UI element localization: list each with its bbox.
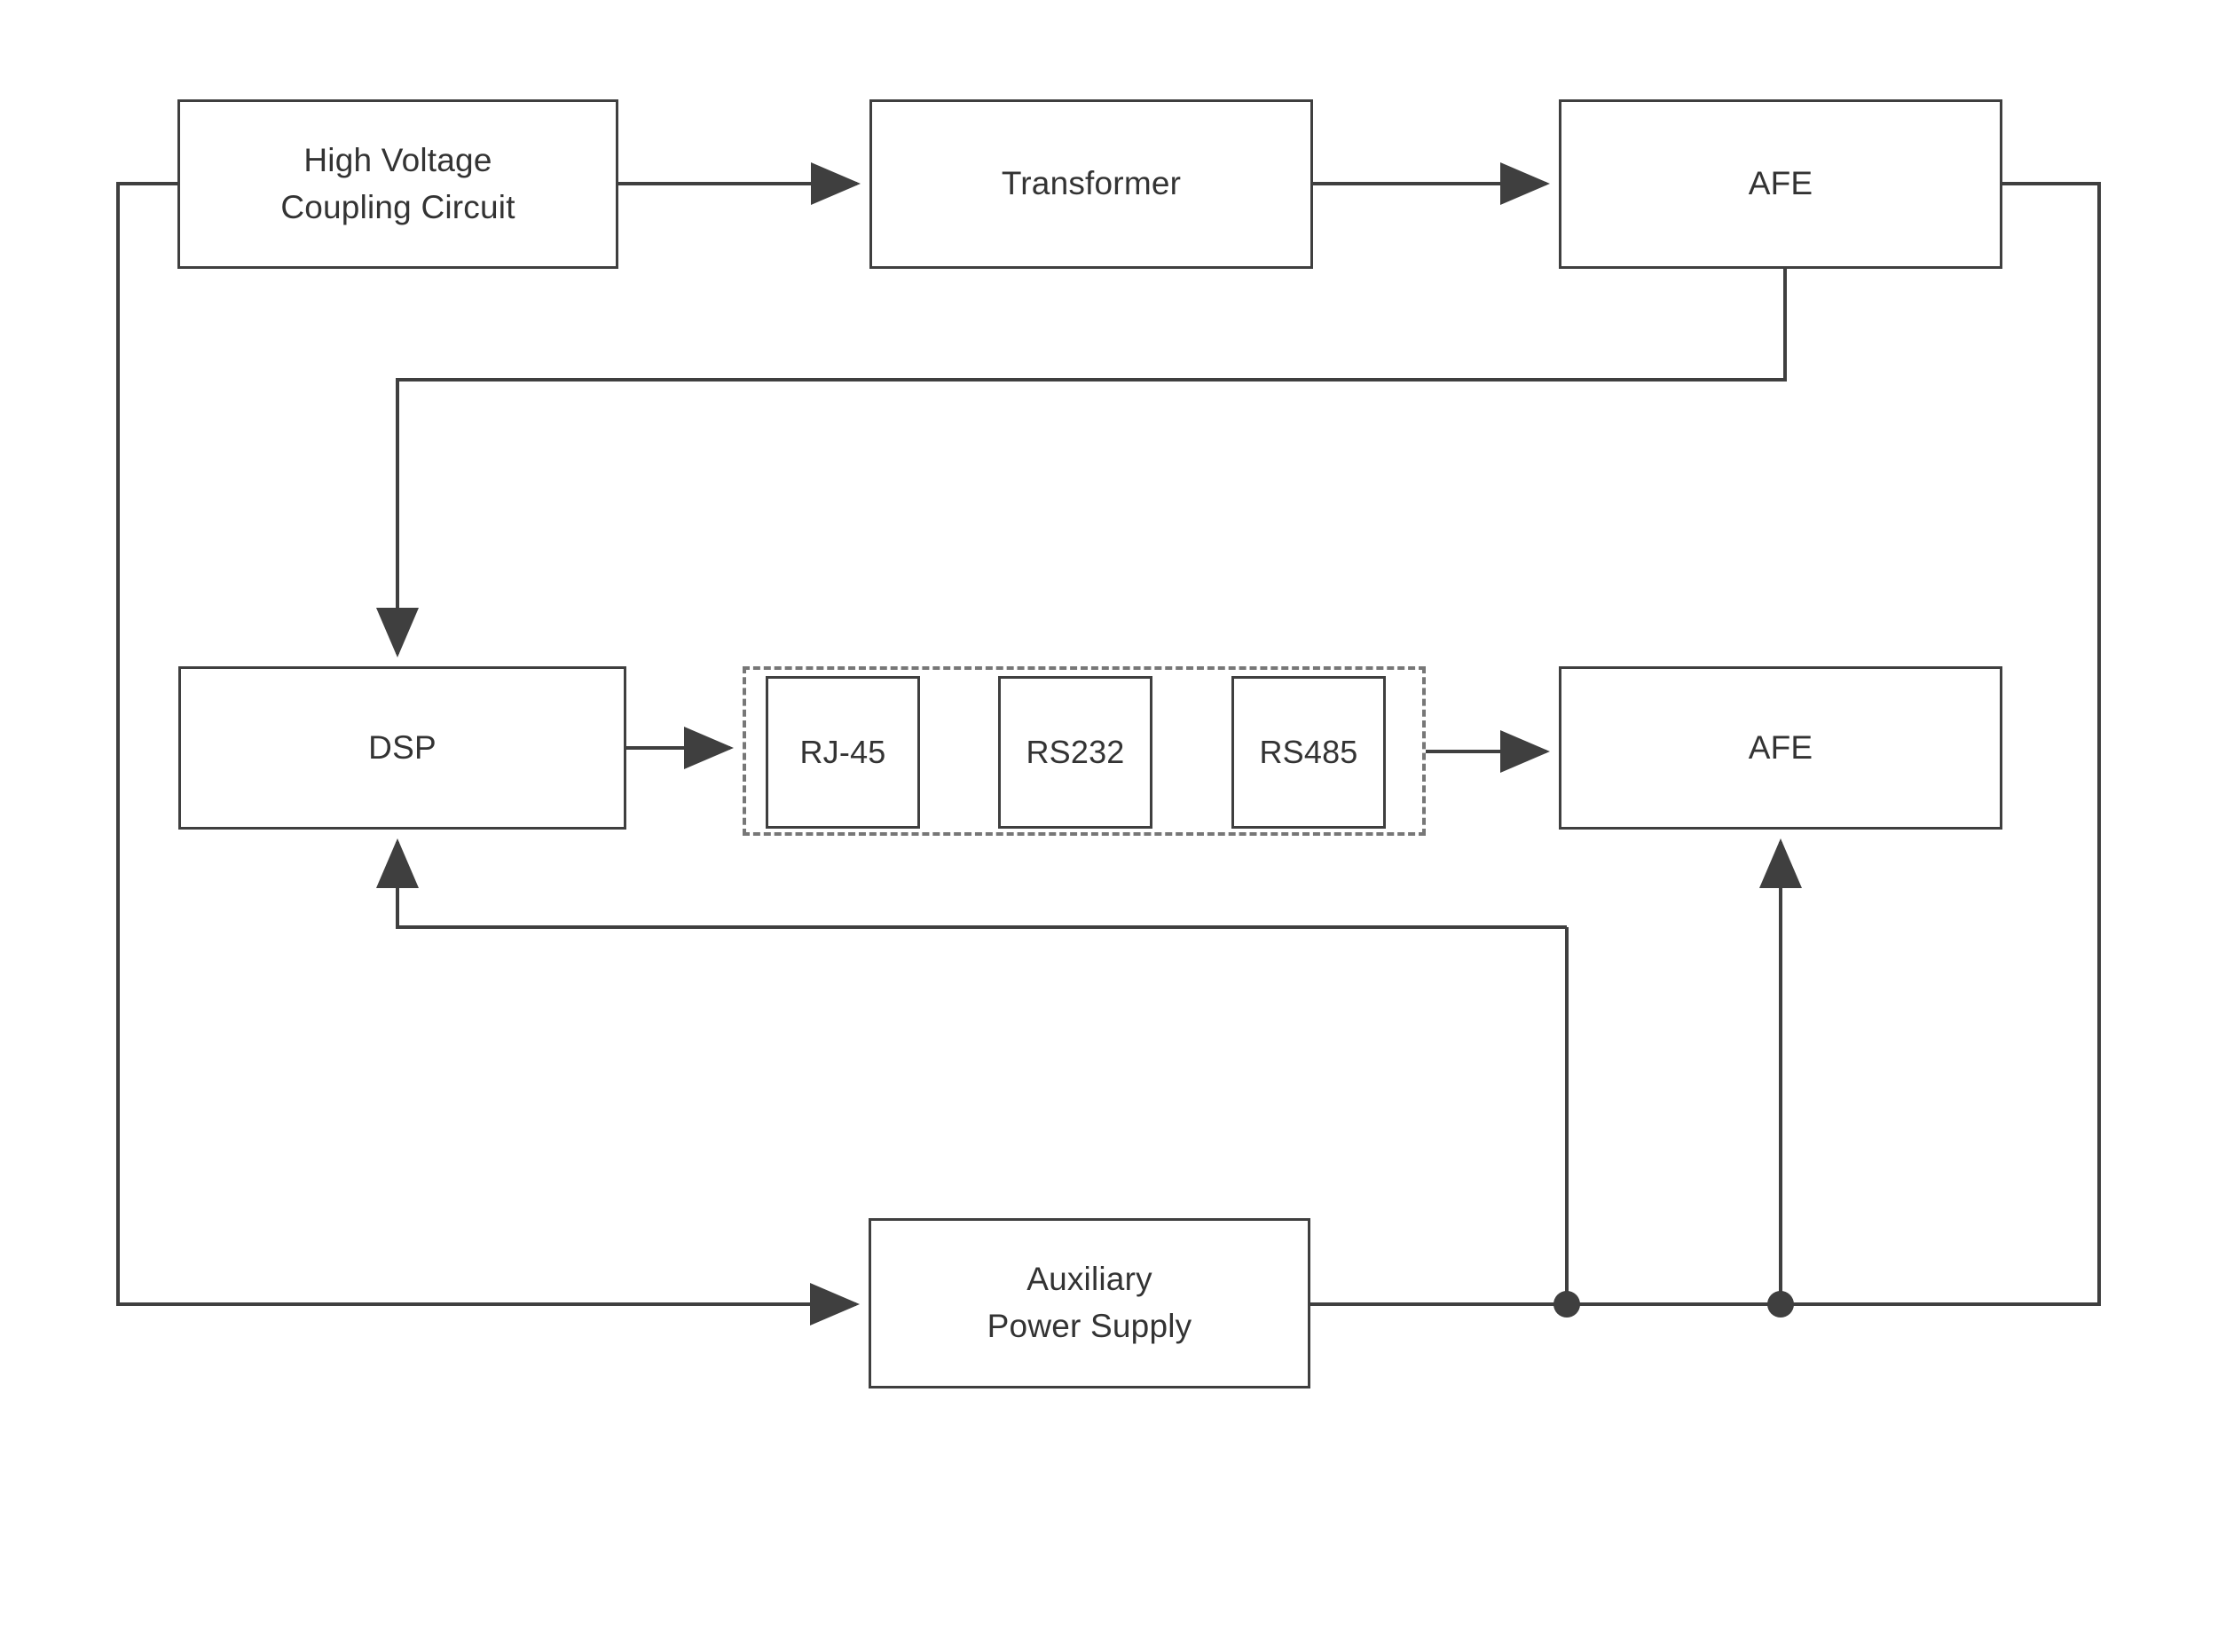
node-label-afe-mid: AFE [1748, 728, 1813, 766]
node-label-high-voltage-coupling-circuit: High Voltage Coupling Circuit [280, 141, 515, 225]
node-dsp[interactable]: DSP [178, 666, 626, 830]
node-afe-mid[interactable]: AFE [1559, 666, 2002, 830]
node-label-dsp: DSP [368, 728, 437, 766]
node-rs485[interactable]: RS485 [1231, 676, 1386, 829]
node-transformer[interactable]: Transformer [869, 99, 1313, 269]
node-high-voltage-coupling-circuit[interactable]: High Voltage Coupling Circuit [177, 99, 618, 269]
wire-afe-mid-to-dsp [376, 838, 1567, 929]
node-label-rj-45: RJ-45 [799, 734, 886, 771]
junction-dot-right [1767, 1291, 1794, 1318]
node-label-afe-top: AFE [1748, 165, 1813, 202]
node-label-rs232: RS232 [1026, 734, 1125, 771]
node-afe-top[interactable]: AFE [1559, 99, 2002, 269]
junction-dot-left [1553, 1291, 1580, 1318]
node-rs232[interactable]: RS232 [998, 676, 1152, 829]
node-rj-45[interactable]: RJ-45 [766, 676, 920, 829]
node-label-rs485: RS485 [1259, 734, 1358, 771]
wire-afe-top-to-dsp [376, 269, 1787, 657]
node-label-transformer: Transformer [1001, 165, 1182, 202]
node-label-auxiliary-power-supply: Auxiliary Power Supply [987, 1261, 1192, 1344]
node-auxiliary-power-supply[interactable]: Auxiliary Power Supply [869, 1218, 1310, 1388]
